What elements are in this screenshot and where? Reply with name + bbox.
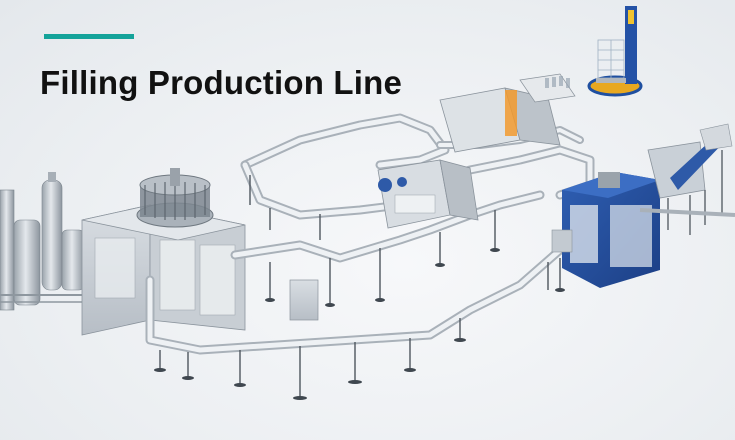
bottle-blowing-machine-icon — [439, 73, 576, 153]
water-treatment-tanks-icon — [0, 172, 90, 311]
accent-bar — [44, 34, 134, 39]
conveyor-legs-icon — [159, 175, 561, 398]
control-cabinet-icon — [289, 279, 319, 321]
bottle-unscrambler-icon — [639, 123, 735, 235]
pallet-wrapper-icon — [587, 6, 643, 97]
packing-machine-icon — [551, 172, 660, 288]
rotary-filler-icon — [81, 168, 246, 336]
page-title: Filling Production Line — [40, 64, 403, 101]
labeling-machine-icon — [377, 159, 479, 229]
